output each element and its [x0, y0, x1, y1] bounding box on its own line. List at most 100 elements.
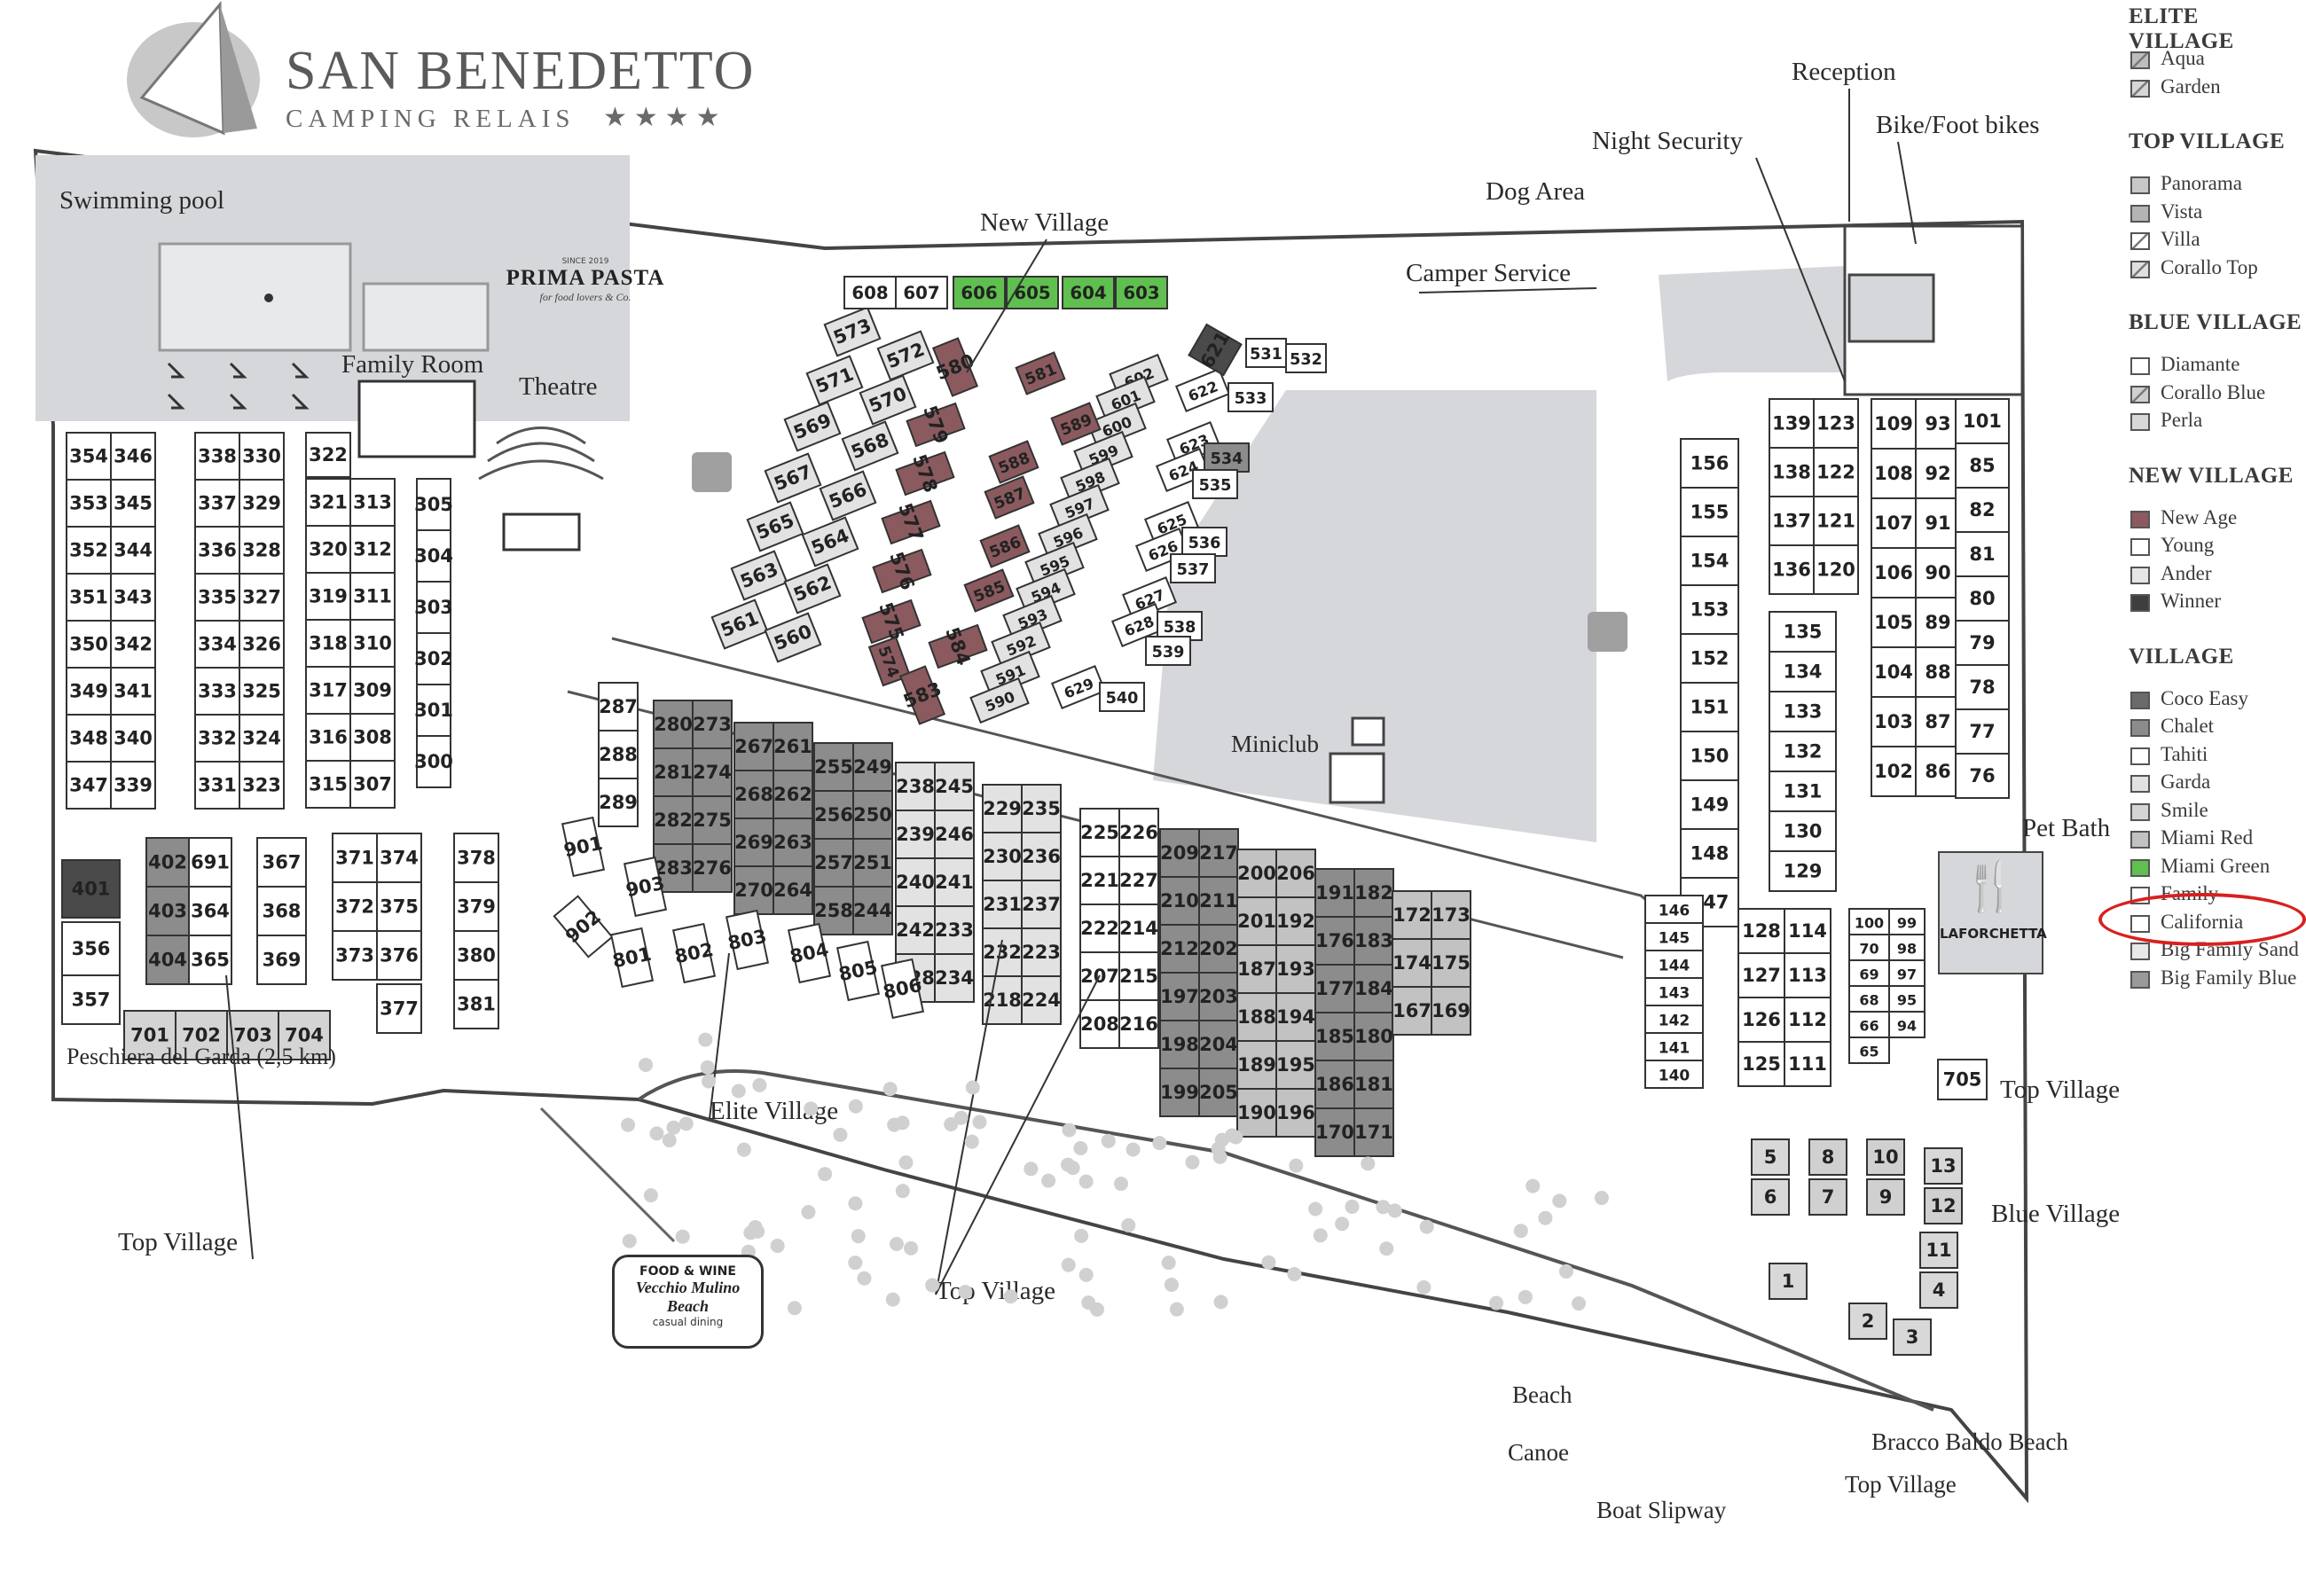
lot-218[interactable]: 218 [982, 975, 1023, 1025]
food-wine-sign[interactable]: FOOD & WINE Vecchio Mulino Beach casual … [612, 1255, 764, 1349]
lot-804[interactable]: 804 [785, 922, 834, 984]
lot-242[interactable]: 242 [895, 905, 936, 955]
lot-235[interactable]: 235 [1021, 784, 1062, 833]
lot-148[interactable]: 148 [1680, 828, 1739, 879]
lot-85[interactable]: 85 [1955, 442, 2010, 489]
lot-181[interactable]: 181 [1353, 1060, 1394, 1109]
lot-205[interactable]: 205 [1198, 1068, 1239, 1117]
lot-199[interactable]: 199 [1159, 1068, 1200, 1117]
lot-628[interactable]: 628 [1110, 603, 1167, 647]
lot-270[interactable]: 270 [733, 865, 774, 915]
lot-251[interactable]: 251 [852, 838, 893, 888]
lot-305[interactable]: 305 [414, 478, 453, 531]
lot-191[interactable]: 191 [1314, 868, 1355, 918]
lot-217[interactable]: 217 [1198, 828, 1239, 878]
lot-216[interactable]: 216 [1118, 999, 1159, 1049]
lot-201[interactable]: 201 [1236, 896, 1277, 946]
lot-236[interactable]: 236 [1021, 832, 1062, 881]
lot-569[interactable]: 569 [783, 401, 842, 452]
lot-289[interactable]: 289 [598, 778, 639, 827]
lot-175[interactable]: 175 [1431, 938, 1471, 988]
lot-364[interactable]: 364 [188, 886, 232, 936]
lot-176[interactable]: 176 [1314, 916, 1355, 966]
lot-222[interactable]: 222 [1079, 904, 1120, 953]
lot-570[interactable]: 570 [859, 374, 917, 426]
lot-133[interactable]: 133 [1769, 691, 1837, 732]
lot-344[interactable]: 344 [110, 526, 156, 575]
lot-106[interactable]: 106 [1871, 547, 1917, 598]
lot-136[interactable]: 136 [1769, 544, 1815, 595]
lot-349[interactable]: 349 [66, 667, 112, 716]
lot-138[interactable]: 138 [1769, 447, 1815, 497]
lot-221[interactable]: 221 [1079, 856, 1120, 905]
lot-212[interactable]: 212 [1159, 924, 1200, 974]
lot-587[interactable]: 587 [984, 475, 1035, 520]
lot-9[interactable]: 9 [1866, 1178, 1905, 1216]
lot-195[interactable]: 195 [1275, 1040, 1316, 1090]
lot-114[interactable]: 114 [1784, 908, 1831, 954]
lot-188[interactable]: 188 [1236, 992, 1277, 1042]
lot-258[interactable]: 258 [813, 886, 854, 935]
lot-240[interactable]: 240 [895, 857, 936, 907]
lot-534[interactable]: 534 [1204, 442, 1250, 473]
lot-76[interactable]: 76 [1955, 753, 2010, 799]
lot-374[interactable]: 374 [376, 833, 422, 883]
lot-901[interactable]: 901 [559, 816, 608, 878]
lot-705[interactable]: 705 [1937, 1059, 1988, 1100]
lot-152[interactable]: 152 [1680, 633, 1739, 684]
lot-583[interactable]: 583 [895, 664, 950, 726]
lot-269[interactable]: 269 [733, 818, 774, 867]
lot-567[interactable]: 567 [764, 452, 822, 504]
lot-95[interactable]: 95 [1888, 985, 1926, 1013]
lot-338[interactable]: 338 [194, 432, 240, 481]
lot-806[interactable]: 806 [878, 958, 927, 1020]
lot-274[interactable]: 274 [692, 747, 733, 797]
lot-128[interactable]: 128 [1737, 908, 1785, 954]
lot-704[interactable]: 704 [278, 1010, 331, 1060]
lot-403[interactable]: 403 [145, 886, 190, 936]
lot-380[interactable]: 380 [453, 930, 499, 981]
lot-215[interactable]: 215 [1118, 951, 1159, 1001]
lot-691[interactable]: 691 [188, 837, 232, 888]
lot-105[interactable]: 105 [1871, 597, 1917, 648]
lot-626[interactable]: 626 [1134, 528, 1191, 572]
lot-268[interactable]: 268 [733, 770, 774, 819]
lot-346[interactable]: 346 [110, 432, 156, 481]
lot-112[interactable]: 112 [1784, 997, 1831, 1043]
lot-120[interactable]: 120 [1813, 544, 1859, 595]
lot-357[interactable]: 357 [61, 974, 121, 1025]
lot-371[interactable]: 371 [332, 833, 378, 883]
lot-368[interactable]: 368 [256, 886, 307, 936]
lot-137[interactable]: 137 [1769, 496, 1815, 546]
lot-381[interactable]: 381 [453, 979, 499, 1029]
lot-903[interactable]: 903 [621, 856, 670, 918]
lot-375[interactable]: 375 [376, 881, 422, 932]
lot-315[interactable]: 315 [305, 760, 351, 809]
lot-302[interactable]: 302 [414, 632, 453, 685]
lot-6[interactable]: 6 [1751, 1178, 1790, 1216]
lot-562[interactable]: 562 [783, 563, 842, 614]
lot-233[interactable]: 233 [934, 905, 975, 955]
lot-603[interactable]: 603 [1115, 276, 1168, 309]
lot-802[interactable]: 802 [670, 922, 718, 984]
lot-203[interactable]: 203 [1198, 972, 1239, 1021]
lot-308[interactable]: 308 [349, 713, 396, 762]
lot-198[interactable]: 198 [1159, 1020, 1200, 1069]
lot-273[interactable]: 273 [692, 700, 733, 749]
lot-629[interactable]: 629 [1050, 665, 1107, 709]
lot-316[interactable]: 316 [305, 713, 351, 762]
lot-154[interactable]: 154 [1680, 536, 1739, 586]
lot-282[interactable]: 282 [653, 795, 694, 845]
lot-323[interactable]: 323 [239, 761, 285, 810]
lot-566[interactable]: 566 [819, 470, 877, 521]
lot-245[interactable]: 245 [934, 762, 975, 811]
lot-3[interactable]: 3 [1893, 1318, 1932, 1356]
lot-90[interactable]: 90 [1915, 547, 1961, 598]
lot-214[interactable]: 214 [1118, 904, 1159, 953]
lot-318[interactable]: 318 [305, 619, 351, 668]
lot-263[interactable]: 263 [773, 818, 813, 867]
lot-77[interactable]: 77 [1955, 708, 2010, 755]
lot-173[interactable]: 173 [1431, 890, 1471, 940]
lot-373[interactable]: 373 [332, 930, 378, 981]
lot-91[interactable]: 91 [1915, 497, 1961, 549]
